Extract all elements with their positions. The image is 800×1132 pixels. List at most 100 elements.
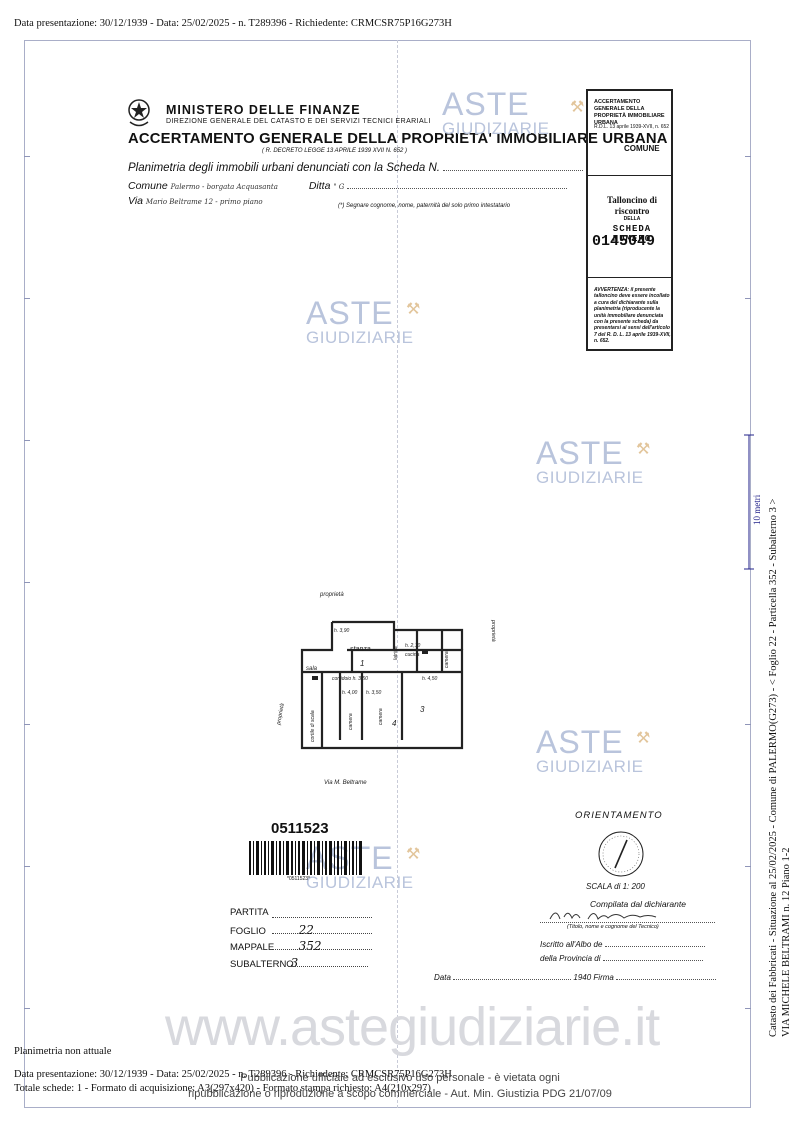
plan-stanza: stanza (350, 646, 371, 653)
plan-h450: h. 4,50 (422, 676, 438, 682)
frame-tick (24, 1008, 30, 1009)
panel-talloncino: Talloncino di riscontro (607, 195, 657, 216)
watermark-aste: ASTE (442, 86, 530, 122)
fold-line (397, 40, 398, 1108)
provincia-dotline (602, 953, 703, 961)
accertamento-title: ACCERTAMENTO GENERALE DELLA PROPRIETA' I… (128, 131, 668, 147)
panel-della: DELLA (623, 216, 641, 222)
panel-separator (588, 277, 671, 278)
ditta-value: " G (333, 183, 345, 191)
frame-tick (745, 724, 751, 725)
technician-signature (549, 912, 657, 920)
scheda-dotline (443, 163, 584, 171)
gavel-icon: ⚒ (636, 730, 651, 747)
plan-room-3: 3 (420, 705, 425, 714)
segnare-note: (*) Segnare cognome, nome, paternità del… (338, 203, 511, 209)
plan-latrina: latrina (393, 646, 399, 660)
plan-proprieta-top: proprietà (319, 592, 344, 598)
data-year: 1940 (573, 973, 592, 982)
mappale-dotline (272, 949, 372, 950)
side-info-line-2: VIA MICHELE BELTRAMI n. 12 Piano 1-2 (781, 847, 792, 1037)
foglio-label: FOGLIO (230, 926, 266, 937)
plan-cortile: cortile di scala (310, 710, 316, 742)
frame-tick (24, 582, 30, 583)
floor-plan: proprietà proprietà proprietà h. 3,90 st… (276, 592, 496, 786)
aste-watermark: ASTE GIUDIZIARIE ⚒ (306, 295, 420, 347)
panel-scheda-label: SCHEDA NUMERO (612, 224, 652, 244)
scale-label: 10 metri (752, 494, 762, 525)
barcode-caption: *0511523* (287, 876, 310, 882)
compass-icon (598, 831, 644, 877)
ministero-title: MINISTERO DELLE FINANZE (166, 103, 361, 117)
compilata-label: Compilata dal dichiarante (590, 899, 686, 909)
republic-emblem-icon (128, 99, 150, 127)
watermark-aste: ASTE (536, 435, 624, 471)
frame-tick (745, 866, 751, 867)
subalterno-value: 3 (290, 956, 299, 970)
panel-avvertenza: AVVERTENZA: il presente talloncino deve … (594, 287, 671, 345)
frame-tick (24, 298, 30, 299)
subalterno-label: SUBALTERNO (230, 959, 294, 970)
plan-sala: sala (306, 666, 318, 672)
frame-tick (24, 440, 30, 441)
signature-caption: (Titolo, nome e cognome del Tecnico) (567, 924, 659, 930)
document-frame (24, 40, 751, 1108)
via-value: Mario Beltrame 12 - primo piano (145, 198, 263, 206)
footer-line-2: Totale schede: 1 - Formato di acquisizio… (14, 1083, 431, 1094)
foglio-dotline (272, 933, 372, 934)
plan-stanza-num: 1 (360, 659, 364, 668)
comune-value: Palermo - borgata Acquasanta (170, 183, 278, 191)
comune-label: Comune (128, 180, 168, 192)
side-info: Catasto dei Fabbricati - Situazione al 2… (767, 37, 797, 1037)
frame-tick (24, 156, 30, 157)
plan-h390: h. 3,90 (334, 628, 350, 634)
plan-h400: h. 4,00 (342, 690, 358, 696)
plan-camera-small: camera (444, 651, 450, 668)
site-watermark: www.astegiudiziarie.it (165, 997, 660, 1057)
partita-dotline (272, 917, 372, 918)
firma-dotline (616, 972, 717, 980)
data-dotline (453, 972, 572, 980)
gavel-icon: ⚒ (406, 846, 421, 863)
frame-tick (24, 866, 30, 867)
scale-bar (744, 434, 754, 570)
panel-separator (588, 175, 671, 176)
plan-corridoio: corridoio h. 3,50 (332, 676, 368, 682)
watermark-giudiziarie: GIUDIZIARIE (306, 328, 414, 347)
publication-note-2: ripubblicazione o riproduzione a scopo c… (188, 1088, 612, 1100)
ditta-dotline (347, 181, 568, 189)
iscritto-dotline (604, 939, 705, 947)
direzione-subtitle: DIREZIONE GENERALE DEL CATASTO E DEI SER… (166, 118, 431, 125)
aste-watermark: ASTE GIUDIZIARIE ⚒ (536, 435, 650, 487)
plan-via-label: Via M. Beltrame (324, 780, 367, 786)
publication-note-1: Pubblicazione ufficiale ad esclusivo uso… (240, 1072, 560, 1084)
orientamento-title: ORIENTAMENTO (575, 810, 663, 821)
iscritto-line: Iscritto all'Albo de (540, 939, 705, 949)
panel-comune: COMUNE (624, 144, 660, 153)
watermark-giudiziarie: GIUDIZIARIE (536, 468, 644, 487)
barcode-icon (249, 841, 362, 875)
watermark-aste: ASTE (306, 295, 394, 331)
plan-cucina: cucina (405, 652, 420, 658)
ditta-label: Ditta (308, 180, 331, 192)
talloncino-panel: ACCERTAMENTO GENERALE DELLA PROPRIETÀ IM… (586, 89, 673, 351)
mappale-label: MAPPALE (230, 942, 275, 953)
panel-rdl: R.D.L. 13 aprile 1939-XVII, n. 652 (594, 124, 670, 130)
plan-proprieta-left: proprietà (276, 703, 286, 726)
footer-line-1: Data presentazione: 30/12/1939 - Data: 2… (14, 1069, 452, 1080)
aste-watermark: ASTE GIUDIZIARIE ⚒ (442, 86, 584, 138)
panel-acc-title: ACCERTAMENTO GENERALE DELLA PROPRIETÀ IM… (594, 99, 665, 126)
decree-reference: ( R. DECRETO LEGGE 13 APRILE 1939 XVII N… (262, 148, 408, 154)
watermark-aste: ASTE (536, 724, 624, 760)
plan-camera: camera (378, 708, 384, 725)
watermark-giudiziarie: GIUDIZIARIE (442, 119, 550, 138)
frame-tick (24, 724, 30, 725)
via-line: Via Mario Beltrame 12 - primo piano (128, 195, 263, 207)
frame-tick (745, 1008, 751, 1009)
via-label: Via (128, 195, 143, 207)
plan-camera: camera (348, 713, 354, 730)
signature-line (540, 922, 715, 923)
provincia-line: della Provincia di (540, 953, 703, 963)
gavel-icon: ⚒ (570, 99, 585, 116)
subalterno-field: SUBALTERNO 3 (230, 956, 368, 970)
